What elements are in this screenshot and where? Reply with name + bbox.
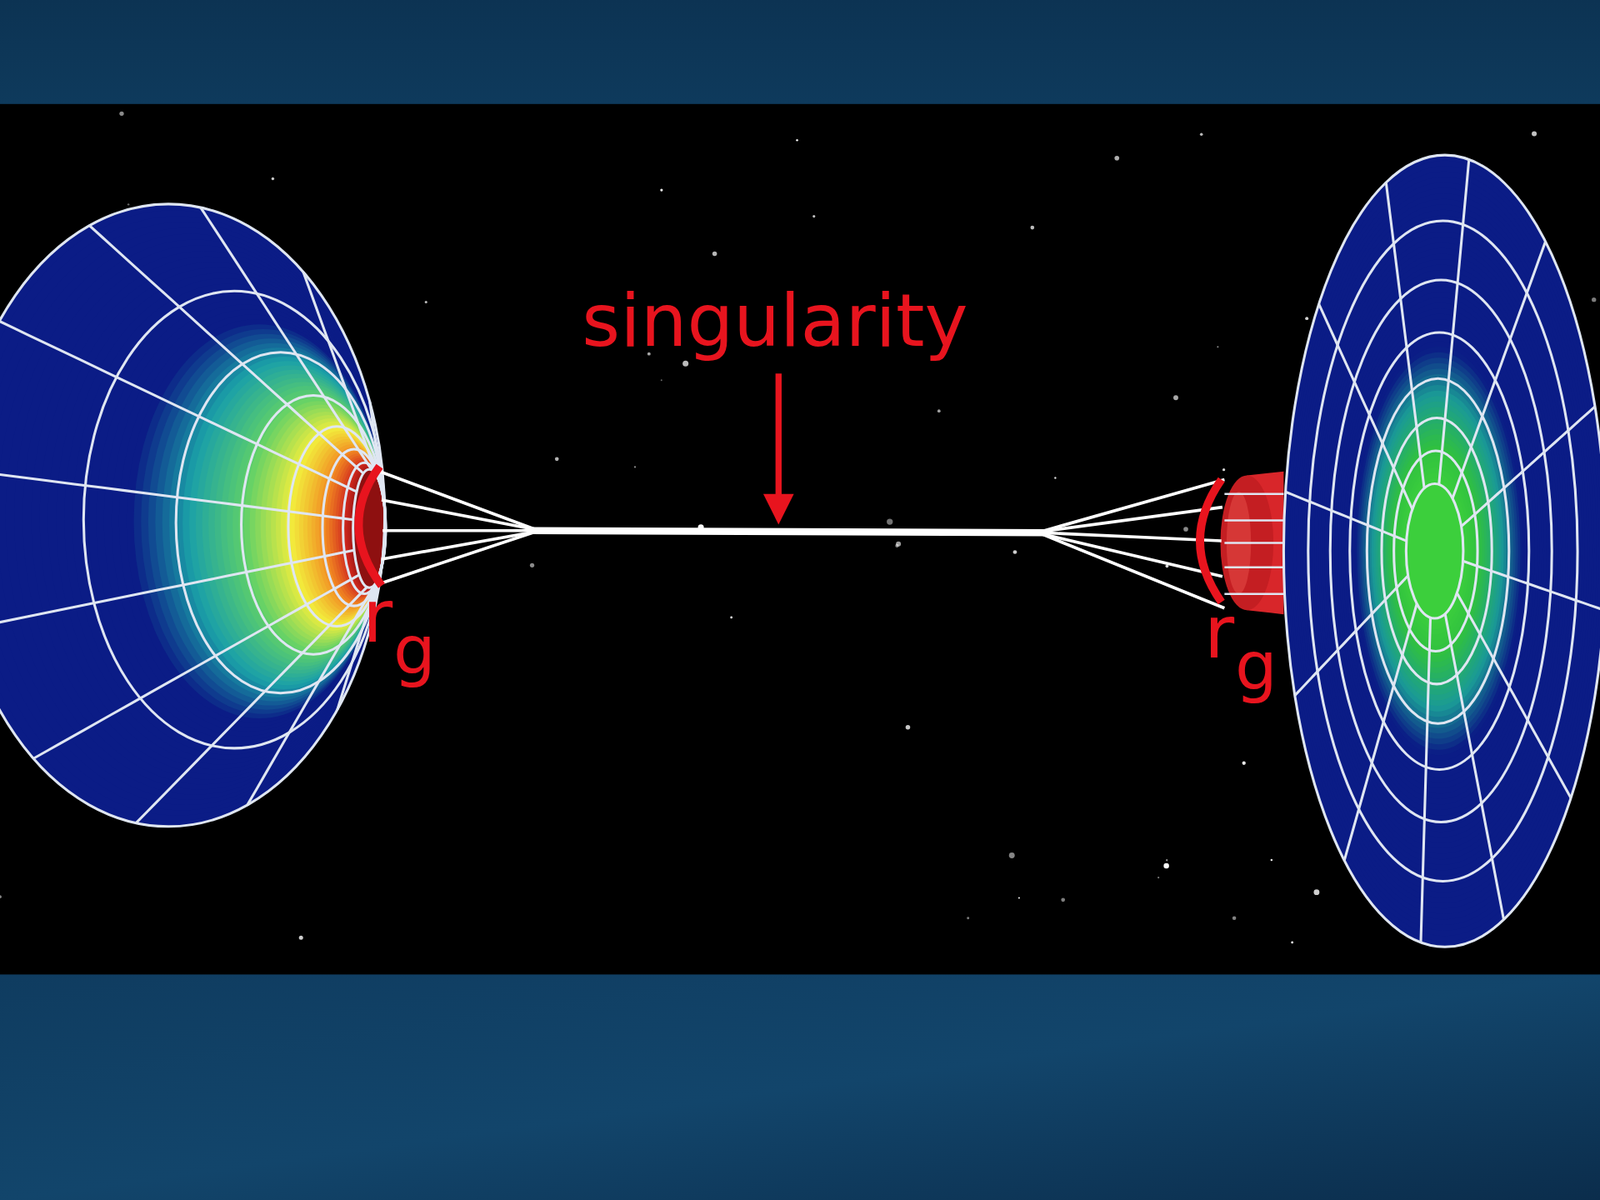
radius-symbol: r <box>1204 595 1235 670</box>
radius-bracket <box>1200 480 1222 603</box>
singularity-line <box>530 530 1046 533</box>
top-band <box>0 0 1600 105</box>
singularity-arrow <box>763 373 795 525</box>
singularity-label: singularity <box>581 284 968 358</box>
radius-subscript: g <box>1235 633 1278 700</box>
radius-subscript: g <box>393 617 436 685</box>
bottom-band <box>0 974 1600 1200</box>
radius-symbol: r <box>362 580 393 654</box>
right-funnel <box>1283 155 1600 947</box>
left-funnel <box>0 204 386 827</box>
radius-bracket <box>358 466 382 586</box>
throat-lines <box>380 471 1225 609</box>
right-throat <box>1220 471 1284 615</box>
